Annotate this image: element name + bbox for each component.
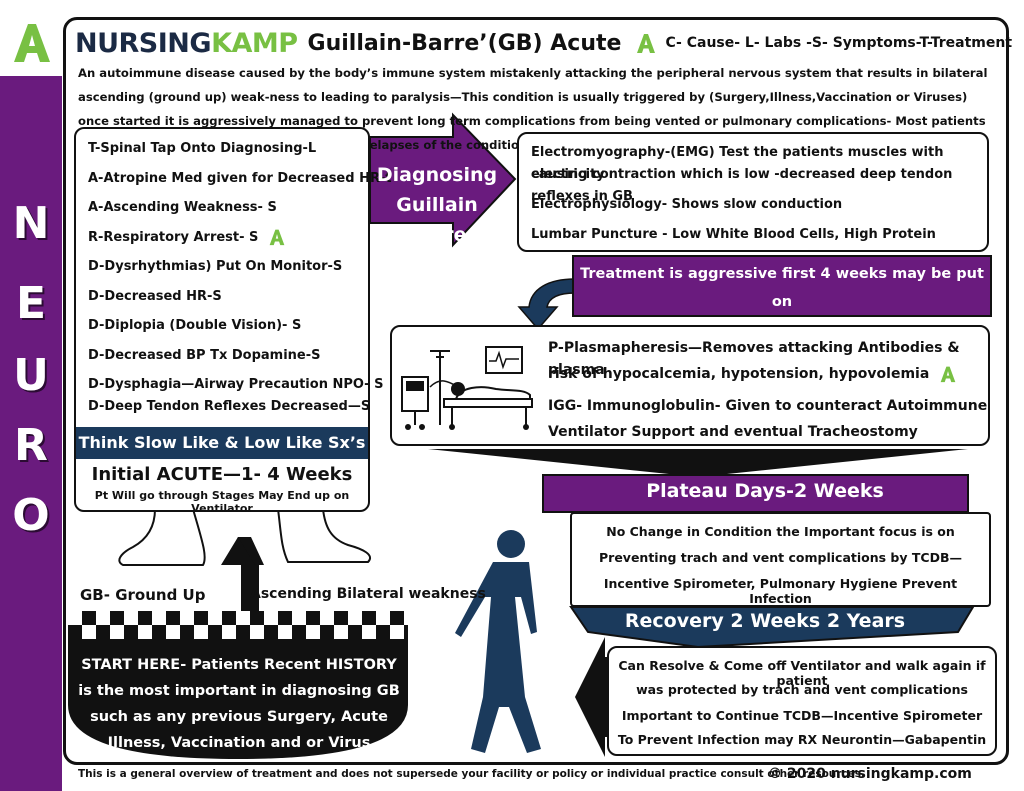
mnemonic-list: T-Spinal Tap Onto Diagnosing-L A-Atropin… — [88, 139, 392, 427]
test-line: Electrophysiology- Shows slow conduction — [531, 197, 843, 212]
nursingkamp-a-logo-icon — [637, 34, 656, 53]
neuro-letter-r: R — [14, 420, 48, 471]
checkered-pattern — [68, 611, 408, 639]
page-title: Guillain-Barre’(GB) Acute — [307, 30, 622, 56]
start-here-bowl — [68, 639, 408, 759]
walking-person-icon — [455, 530, 541, 753]
logo-nursing: NURSING — [75, 27, 212, 59]
test-line: Lumbar Puncture - Low White Blood Cells,… — [531, 227, 936, 242]
intro-paragraph: An autoimmune disease caused by the body… — [78, 66, 988, 152]
list-item: D-Decreased HR-S — [88, 288, 222, 304]
plateau-line: Incentive Spirometer, Pulmonary Hygiene … — [603, 576, 958, 606]
list-item: D-Diplopia (Double Vision)- S — [88, 318, 302, 333]
plateau-line: Preventing trach and vent complications … — [599, 550, 962, 565]
copyright: © 2020 nursingkamp.com — [768, 766, 972, 782]
recovery-line: Can Resolve & Come off Ventilator and wa… — [618, 658, 986, 688]
diagnosing-arrow — [369, 112, 517, 248]
treatment-box: P-Plasmapheresis—Removes attacking Antib… — [390, 325, 990, 446]
initial-acute-phase: Initial ACUTE—1- 4 Weeks — [91, 464, 353, 485]
header: NURSINGKAMP Guillain-Barre’(GB) Acute C-… — [75, 25, 1012, 61]
list-item: A-Ascending Weakness- S — [88, 200, 277, 215]
start-here-text: START HERE- Patients Recent HISTORY is t… — [78, 657, 400, 751]
icu-bed-ventilator-icon — [401, 346, 533, 430]
legend: C- Cause- L- Labs -S- Symptoms-T-Treatme… — [665, 35, 1013, 51]
mnemonic-box: T-Spinal Tap Onto Diagnosing-L A-Atropin… — [74, 127, 392, 515]
recovery-line: Important to Continue TCDB—Incentive Spi… — [621, 708, 983, 723]
test-line: causing contraction which is low -decrea… — [531, 167, 953, 204]
list-item: D-Decreased BP Tx Dopamine-S — [88, 347, 321, 363]
plateau-title: Plateau Days-2 Weeks — [646, 480, 884, 502]
funnel-shape — [428, 449, 968, 477]
list-item: A-Atropine Med given for Decreased HR-t — [88, 170, 392, 186]
recovery-box: Can Resolve & Come off Ventilator and wa… — [607, 646, 997, 756]
diagnosing-label: Diagnosing Guillain Barre — [376, 164, 498, 246]
logo: NURSINGKAMP — [75, 28, 298, 59]
recovery-banner — [569, 606, 975, 649]
treatment-banner: Treatment is aggressive first 4 weeks ma… — [572, 255, 992, 338]
recovery-line: was protected by trach and vent complica… — [636, 682, 968, 697]
nursingkamp-a-logo-icon — [940, 366, 956, 383]
treatment-line: risk of hypocalcemia, hypotension, hypov… — [548, 363, 959, 385]
recovery-title: Recovery 2 Weeks 2 Years — [624, 610, 906, 632]
neuro-letter-e: E — [15, 278, 47, 329]
neuro-letter-o: O — [12, 490, 50, 541]
neuro-letter-u: U — [13, 350, 49, 401]
stages-note: Pt Will go through Stages May End up on … — [94, 489, 350, 515]
plateau-line: No Change in Condition the Important foc… — [606, 524, 955, 539]
right-foot-icon — [276, 508, 371, 563]
logo-kamp: KAMP — [211, 27, 298, 59]
curved-down-arrow — [517, 278, 576, 331]
illustrations — [68, 112, 975, 759]
treatment-line: Ventilator Support and eventual Tracheos… — [548, 424, 918, 440]
neuro-bar — [0, 76, 62, 791]
nursingkamp-a-logo-icon — [14, 24, 50, 62]
ascending-label: Ascending Bilateral weakness — [250, 586, 486, 602]
list-item: T-Spinal Tap Onto Diagnosing-L — [88, 141, 317, 156]
list-item: R-Respiratory Arrest- S — [88, 228, 392, 258]
list-item: D-Dysrhythmias) Put On Monitor-S — [88, 259, 343, 274]
diagnostic-tests-box: Electromyography-(EMG) Test the patients… — [517, 132, 989, 252]
treatment-line: P-Plasmapheresis—Removes attacking Antib… — [548, 340, 960, 378]
left-sidebar: N E U R O — [0, 0, 62, 791]
list-item: D-Dysphagia—Airway Precaution NPO- S — [88, 377, 384, 392]
neuro-letter-n: N — [12, 198, 50, 249]
treatment-line: IGG- Immunoglobulin- Given to counteract… — [548, 398, 988, 414]
list-item: D-Deep Tendon Reflexes Decreased—S — [88, 399, 371, 414]
recovery-line: To Prevent Infection may RX Neurontin—Ga… — [617, 732, 987, 747]
test-line: Electromyography-(EMG) Test the patients… — [531, 145, 944, 182]
nursingkamp-a-logo-icon — [270, 229, 285, 246]
disclaimer: This is a general overview of treatment … — [78, 768, 866, 780]
gb-ground-label: GB- Ground Up — [80, 586, 206, 604]
left-foot-icon — [118, 508, 206, 566]
plateau-box: No Change in Condition the Important foc… — [570, 512, 991, 607]
think-slow-banner: Think Slow Like & Low Like Sx’s — [76, 427, 368, 459]
